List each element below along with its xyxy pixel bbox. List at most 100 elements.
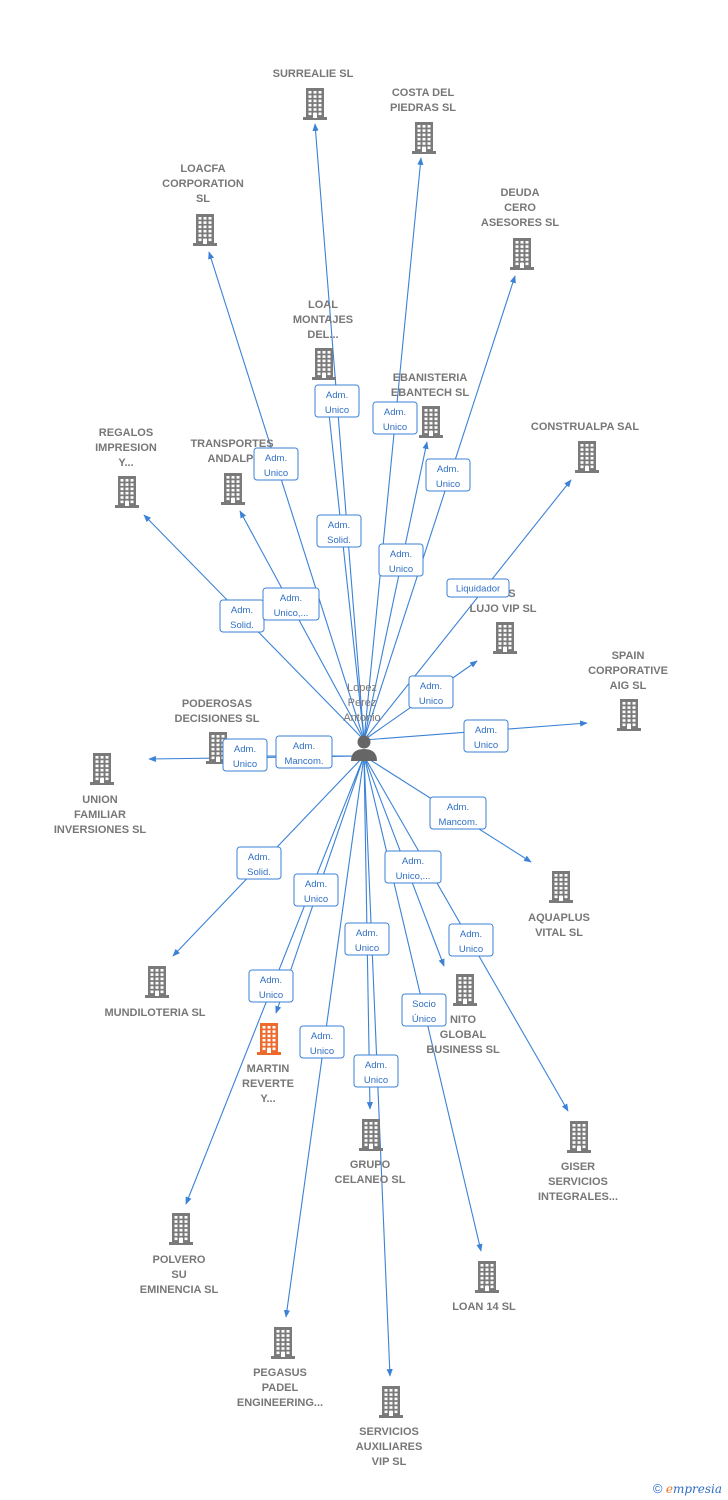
relation-box-giser[interactable]: Adm.Unico [448,923,494,957]
relation-box-regalos[interactable]: Adm.Solid. [219,599,265,633]
relation-box-loal[interactable]: Adm.Unico [314,384,360,418]
building-icon-loacfa[interactable] [193,214,217,246]
relation-text-loacfa: Adm.Unico [264,453,288,479]
brand-name: mpresia [672,1482,722,1496]
relation-text-nito: Adm.Unico,... [396,856,431,882]
relation-box-deuda[interactable]: Adm.Unico [425,458,471,492]
relation-box-polvero[interactable]: Adm.Unico [293,873,339,907]
relation-box-grupo[interactable]: Adm.Unico [344,922,390,956]
edge-surrealie [312,123,365,741]
relation-text-regalos: Adm.Solid. [230,605,254,631]
edge-costa [363,157,424,741]
brand-initial: e [665,1482,673,1496]
relation-box-aquaplus[interactable]: Adm.Mancom. [429,796,487,830]
building-icon-deuda[interactable] [510,238,534,270]
relation-box-spain[interactable]: Adm.Unico [463,719,509,753]
relation-box-pegasus[interactable]: Adm.Unico [299,1025,345,1059]
building-icon-costa[interactable] [412,122,436,154]
building-icon-nito[interactable] [453,974,477,1006]
building-icon-transportes[interactable] [221,473,245,505]
relation-text-costa: Adm.Unico [383,407,407,433]
building-icon-giser[interactable] [567,1121,591,1153]
edge-ebanisteria [363,441,429,741]
company-label-surrealie[interactable]: SURREALIE SL [273,68,354,80]
relation-box-martin[interactable]: Adm.Unico [248,969,294,1003]
relation-text-union: Adm.Unico [233,744,257,770]
relation-text-giser: Adm.Unico [459,929,483,955]
building-icon-servicios[interactable] [379,1386,403,1418]
relation-text-poderosas: Adm.Mancom. [284,741,323,767]
relation-text-spain: Adm.Unico [474,725,498,751]
relation-text-polvero: Adm.Unico [304,879,328,905]
relation-text-ebanisteria: Adm.Unico [389,549,413,575]
relation-box-mundiloteria[interactable]: Adm.Solid. [236,846,282,880]
relation-box-servicios[interactable]: Adm.Unico [353,1054,399,1088]
relation-box-nito[interactable]: Adm.Unico,... [384,850,442,884]
building-icon-loal[interactable] [312,348,336,380]
building-icon-aquaplus[interactable] [549,871,573,903]
relation-box-ebanisteria[interactable]: Adm.Unico [378,543,424,577]
relation-box-loacfa[interactable]: Adm.Unico [253,447,299,481]
building-icon-polvero[interactable] [169,1213,193,1245]
building-icon-grupo[interactable] [359,1119,383,1151]
person-icon[interactable] [351,735,377,762]
edge-deuda [363,275,516,741]
relation-text-aquaplus: Adm.Mancom. [438,802,477,828]
company-label-mundiloteria[interactable]: MUNDILOTERIA SL [104,1007,205,1019]
relation-text-loal: Adm.Unico [325,390,349,416]
copyright-icon: © [652,1481,663,1496]
relation-text-pegasus: Adm.Unico [310,1031,334,1057]
relation-box-poderosas[interactable]: Adm.Mancom. [275,735,333,769]
relation-text-transportes: Adm.Unico,... [274,593,309,619]
relation-text-mundiloteria: Adm.Solid. [247,852,271,878]
edge-construalpa [363,479,572,741]
company-label-construalpa[interactable]: CONSTRUALPA SAL [531,421,639,433]
relation-text-construalpa: Liquidador [456,584,500,595]
building-icon-union[interactable] [90,753,114,785]
relation-text-martin: Adm.Unico [259,975,283,1001]
building-icon-surrealie[interactable] [303,88,327,120]
relation-box-lujo[interactable]: Adm.Unico [408,675,454,709]
company-label-loan[interactable]: LOAN 14 SL [452,1301,516,1313]
relation-box-surrealie[interactable]: Adm.Solid. [316,514,362,548]
building-icon-mundiloteria[interactable] [145,966,169,998]
relation-text-lujo: Adm.Unico [419,681,443,707]
building-icon-ebanisteria[interactable] [419,406,443,438]
relation-box-transportes[interactable]: Adm.Unico,... [262,587,320,621]
building-icon-pegasus[interactable] [271,1327,295,1359]
building-icon-spain[interactable] [617,699,641,731]
relation-box-construalpa[interactable]: Liquidador [446,578,510,598]
building-icon-loan[interactable] [475,1261,499,1293]
building-icon-construalpa[interactable] [575,441,599,473]
relation-box-union[interactable]: Adm.Unico [222,738,268,772]
edge-transportes [239,510,365,741]
building-icon-martin[interactable] [257,1023,281,1055]
relation-box-costa[interactable]: Adm.Unico [372,401,418,435]
relation-text-deuda: Adm.Unico [436,464,460,490]
building-icon-lujo[interactable] [493,622,517,654]
building-icon-regalos[interactable] [115,476,139,508]
